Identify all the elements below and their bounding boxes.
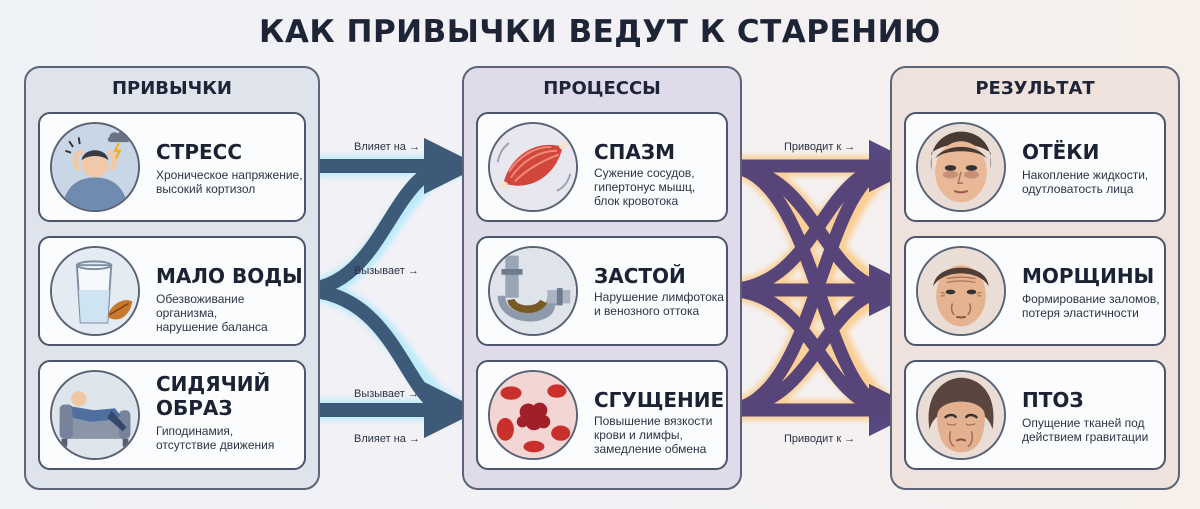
- water-glass-icon: [50, 246, 140, 336]
- flow-label-4: Влияет на →: [354, 433, 420, 445]
- habit-name: СТРЕСС: [156, 140, 242, 164]
- card-wrinkles: МОРЩИНЫ Формирование заломов, потеря эла…: [904, 236, 1166, 346]
- flow-label-2: Вызывает →: [354, 265, 419, 277]
- card-stagnation: ЗАСТОЙ Нарушение лимфотока и венозного о…: [476, 236, 728, 346]
- flow-label-3: Вызывает →: [354, 388, 419, 400]
- flow-label-5: Приводит к →: [784, 141, 856, 153]
- right-flows: [723, 140, 921, 436]
- left-flows: [299, 138, 480, 438]
- habit-name: МАЛО ВОДЫ: [156, 264, 303, 288]
- result-name: ПТОЗ: [1022, 388, 1084, 412]
- page-title: КАК ПРИВЫЧКИ ВЕДУТ К СТАРЕНИЮ: [259, 14, 941, 50]
- habits-header: ПРИВЫЧКИ: [111, 78, 232, 99]
- card-low-water: МАЛО ВОДЫ Обезвоживание организма, наруш…: [38, 236, 306, 346]
- card-sedentary: СИДЯЧИЙ ОБРАЗ Гиподинамия, отсутствие дв…: [38, 360, 306, 470]
- habits-column: ПРИВЫЧКИ СТРЕСС Хроническое напряжение, …: [24, 66, 320, 490]
- result-name: ОТЁКИ: [1022, 140, 1100, 164]
- puffy-face-icon: [916, 122, 1006, 212]
- card-ptosis: ПТОЗ Опущение тканей под действием грави…: [904, 360, 1166, 470]
- habit-desc: Хроническое напряжение, высокий кортизол: [156, 168, 303, 196]
- processes-column: ПРОЦЕССЫ СПАЗМ Сужение сосудов, гипертон…: [462, 66, 742, 490]
- muscle-icon: [488, 122, 578, 212]
- results-column: РЕЗУЛЬТАТ ОТЁКИ Накопление жидкости, оду…: [890, 66, 1180, 490]
- card-edema: ОТЁКИ Накопление жидкости, одутловатость…: [904, 112, 1166, 222]
- wrinkled-face-icon: [916, 246, 1006, 336]
- stressed-person-icon: [50, 122, 140, 212]
- results-header: РЕЗУЛЬТАТ: [975, 78, 1095, 99]
- card-spasm: СПАЗМ Сужение сосудов, гипертонус мышц, …: [476, 112, 728, 222]
- couch-person-icon: [50, 370, 140, 460]
- sagging-face-icon: [916, 370, 1006, 460]
- process-name: СПАЗМ: [594, 140, 676, 164]
- process-desc: Сужение сосудов, гипертонус мышц, блок к…: [594, 166, 696, 208]
- process-name: ЗАСТОЙ: [594, 264, 686, 288]
- process-desc: Нарушение лимфотока и венозного оттока: [594, 290, 724, 318]
- result-desc: Накопление жидкости, одутловатость лица: [1022, 168, 1149, 196]
- card-stress: СТРЕСС Хроническое напряжение, высокий к…: [38, 112, 306, 222]
- processes-header: ПРОЦЕССЫ: [543, 78, 661, 99]
- result-desc: Опущение тканей под действием гравитации: [1022, 416, 1149, 444]
- process-name: СГУЩЕНИЕ: [594, 388, 725, 412]
- card-thickening: СГУЩЕНИЕ Повышение вязкости крови и лимф…: [476, 360, 728, 470]
- habit-desc: Обезвоживание организма, нарушение балан…: [156, 292, 268, 334]
- flow-label-6: Приводит к →: [784, 433, 856, 445]
- result-desc: Формирование заломов, потеря эластичност…: [1022, 292, 1160, 320]
- habit-desc: Гиподинамия, отсутствие движения: [156, 424, 275, 452]
- process-desc: Повышение вязкости крови и лимфы, замедл…: [594, 414, 713, 456]
- pipe-icon: [488, 246, 578, 336]
- result-name: МОРЩИНЫ: [1022, 264, 1155, 288]
- flow-label-1: Влияет на →: [354, 141, 420, 153]
- habit-name: СИДЯЧИЙ ОБРАЗ: [156, 372, 271, 420]
- blood-cells-icon: [488, 370, 578, 460]
